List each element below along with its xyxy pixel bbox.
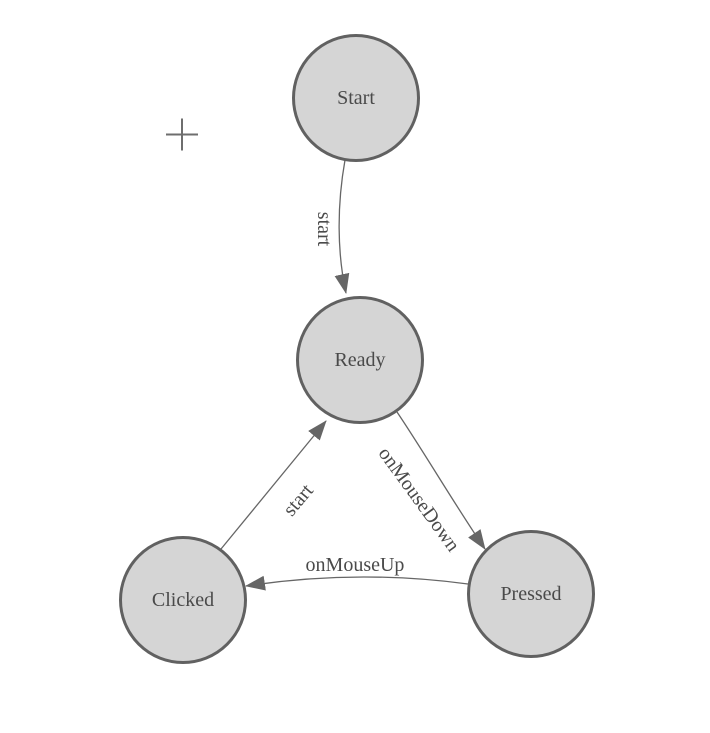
state-label-clicked: Clicked bbox=[152, 589, 214, 611]
state-circle-start bbox=[292, 34, 420, 162]
state-label-ready: Ready bbox=[334, 349, 385, 371]
state-label-start: Start bbox=[337, 87, 375, 109]
states-layer: Start Ready Clicked Pressed bbox=[119, 34, 595, 664]
transition-clicked-to-ready[interactable] bbox=[220, 420, 327, 550]
transition-label-ready-pressed: onMouseDown bbox=[374, 443, 464, 556]
transition-ready-to-pressed[interactable] bbox=[396, 411, 486, 550]
state-circle-pressed bbox=[467, 530, 595, 658]
transition-label-start-ready: start bbox=[313, 212, 335, 247]
state-circle-clicked bbox=[119, 536, 247, 664]
transition-pressed-to-clicked[interactable] bbox=[245, 575, 469, 591]
state-node-pressed[interactable]: Pressed bbox=[467, 530, 595, 658]
origin-cross-icon bbox=[166, 118, 198, 151]
transition-label-clicked-ready: start bbox=[279, 480, 318, 521]
state-label-pressed: Pressed bbox=[500, 583, 561, 605]
transition-label-pressed-clicked: onMouseUp bbox=[306, 554, 405, 576]
state-node-start[interactable]: Start bbox=[292, 34, 420, 162]
state-circle-ready bbox=[296, 296, 424, 424]
state-node-ready[interactable]: Ready bbox=[296, 296, 424, 424]
state-node-clicked[interactable]: Clicked bbox=[119, 536, 247, 664]
transition-start-to-ready[interactable] bbox=[334, 159, 350, 294]
